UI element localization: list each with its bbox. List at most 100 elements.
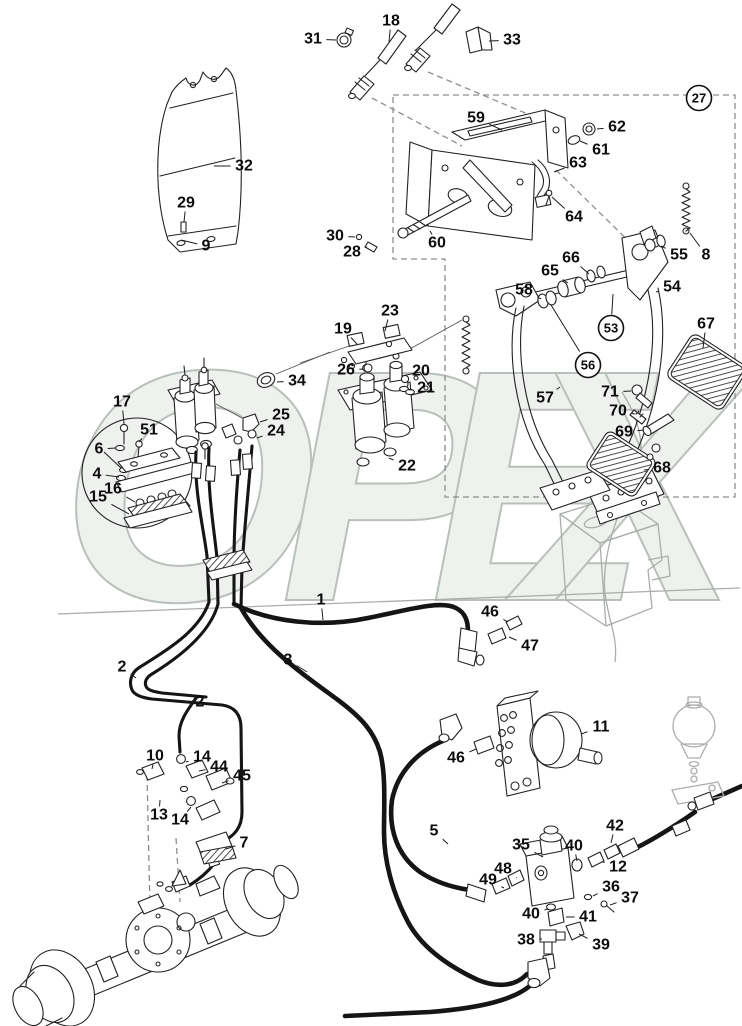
part-number: 59 bbox=[467, 110, 485, 127]
part-label-1: 1 bbox=[317, 592, 326, 621]
leader-line bbox=[702, 332, 706, 349]
leader-line bbox=[126, 496, 136, 503]
part-label-9: 9 bbox=[180, 238, 211, 255]
part-label-22: 22 bbox=[388, 457, 416, 475]
part-number: 58 bbox=[515, 282, 533, 299]
part-label-71: 71 bbox=[601, 384, 632, 401]
part-label-47: 47 bbox=[508, 636, 539, 655]
part-number: 38 bbox=[517, 932, 535, 949]
part-label-32: 32 bbox=[214, 158, 253, 175]
leader-line bbox=[602, 861, 605, 864]
part-label-55: 55 bbox=[660, 245, 688, 264]
part-number: 40 bbox=[565, 838, 583, 855]
leader-line bbox=[442, 838, 449, 845]
part-number: 24 bbox=[267, 423, 285, 440]
part-label-21: 21 bbox=[408, 380, 435, 397]
part-number: 51 bbox=[140, 422, 158, 439]
part-number: 46 bbox=[447, 750, 465, 767]
leader-line bbox=[321, 608, 324, 621]
leader-line bbox=[130, 673, 137, 679]
part-label-11: 11 bbox=[580, 719, 610, 736]
leader-line bbox=[225, 845, 236, 850]
part-number: 68 bbox=[653, 460, 671, 477]
cover-panel-32 bbox=[157, 67, 242, 253]
part-number: 18 bbox=[382, 13, 400, 30]
leader-line bbox=[501, 886, 505, 889]
part-label-2: 2 bbox=[183, 694, 205, 711]
part-label-59: 59 bbox=[467, 110, 503, 131]
part-number: 2 bbox=[118, 659, 127, 676]
part-label-4: 4 bbox=[93, 466, 120, 483]
leader-line bbox=[388, 457, 394, 461]
part-label-60: 60 bbox=[428, 230, 446, 252]
part-number: 42 bbox=[606, 818, 624, 835]
fittings-bottom-left bbox=[136, 754, 235, 893]
fittings-46-47 bbox=[457, 615, 523, 667]
leader-line bbox=[562, 279, 569, 284]
part-label-63: 63 bbox=[553, 155, 587, 173]
reservoir-right bbox=[671, 696, 725, 837]
leader-line bbox=[596, 127, 604, 130]
part-label-2: 2 bbox=[118, 659, 137, 679]
leader-line bbox=[580, 731, 588, 735]
leader-line bbox=[550, 304, 581, 352]
leader-line bbox=[221, 780, 229, 784]
part-number: 62 bbox=[608, 119, 626, 136]
part-label-19: 19 bbox=[334, 321, 358, 345]
part-label-56: 56 bbox=[550, 304, 602, 379]
part-label-8: 8 bbox=[689, 232, 711, 264]
hose-42 bbox=[633, 809, 698, 851]
part-number: 31 bbox=[304, 31, 322, 48]
leader-line bbox=[534, 851, 544, 858]
part-label-64: 64 bbox=[551, 196, 583, 226]
part-number: 60 bbox=[428, 235, 446, 252]
part-label-54: 54 bbox=[655, 279, 681, 296]
part-number: 16 bbox=[104, 481, 122, 498]
part-number: 9 bbox=[202, 238, 211, 255]
leader-line bbox=[655, 290, 659, 293]
part-label-31: 31 bbox=[304, 31, 337, 48]
part-number: 1 bbox=[317, 592, 326, 609]
leader-line bbox=[489, 123, 503, 131]
leader-line bbox=[429, 230, 433, 235]
part-label-17: 17 bbox=[113, 394, 131, 425]
part-label-6: 6 bbox=[95, 441, 117, 458]
hose-5 bbox=[388, 737, 473, 893]
part-number: 23 bbox=[381, 303, 399, 320]
leader-line bbox=[350, 337, 358, 345]
part-label-65: 65 bbox=[541, 263, 569, 284]
hose-bundle bbox=[190, 444, 254, 610]
label-circle bbox=[685, 84, 713, 112]
part-number: 63 bbox=[569, 155, 587, 172]
part-label-33: 33 bbox=[488, 32, 521, 49]
pedal-pad-67 bbox=[667, 334, 742, 410]
leader-line bbox=[578, 933, 588, 939]
leader-line bbox=[643, 468, 649, 471]
leader-line bbox=[553, 167, 565, 173]
leader-line bbox=[256, 435, 263, 439]
leader-line bbox=[469, 748, 477, 753]
part-number: 40 bbox=[522, 906, 540, 923]
part-number: 54 bbox=[663, 279, 681, 296]
part-label-53: 53 bbox=[597, 293, 625, 342]
part-label-24: 24 bbox=[256, 423, 285, 440]
part-number: 65 bbox=[541, 263, 559, 280]
switch-cluster bbox=[256, 323, 415, 396]
part-number: 4 bbox=[93, 466, 102, 483]
part-number: 53 bbox=[604, 321, 618, 336]
part-number: 26 bbox=[337, 362, 355, 379]
part-number: 69 bbox=[615, 424, 633, 441]
part-number: 12 bbox=[609, 859, 627, 876]
part-label-5: 5 bbox=[430, 823, 449, 845]
leader-line bbox=[138, 438, 143, 443]
part-number: 57 bbox=[536, 390, 554, 407]
part-label-66: 66 bbox=[562, 250, 590, 275]
part-label-46: 46 bbox=[447, 748, 477, 767]
part-number: 41 bbox=[579, 909, 597, 926]
watermark-letter: P bbox=[280, 301, 502, 670]
part-number: 11 bbox=[593, 719, 610, 736]
part-number: 61 bbox=[592, 142, 610, 159]
part-label-30: 30 bbox=[326, 228, 356, 245]
part-number: 5 bbox=[430, 823, 439, 840]
part-label-7: 7 bbox=[225, 835, 249, 852]
